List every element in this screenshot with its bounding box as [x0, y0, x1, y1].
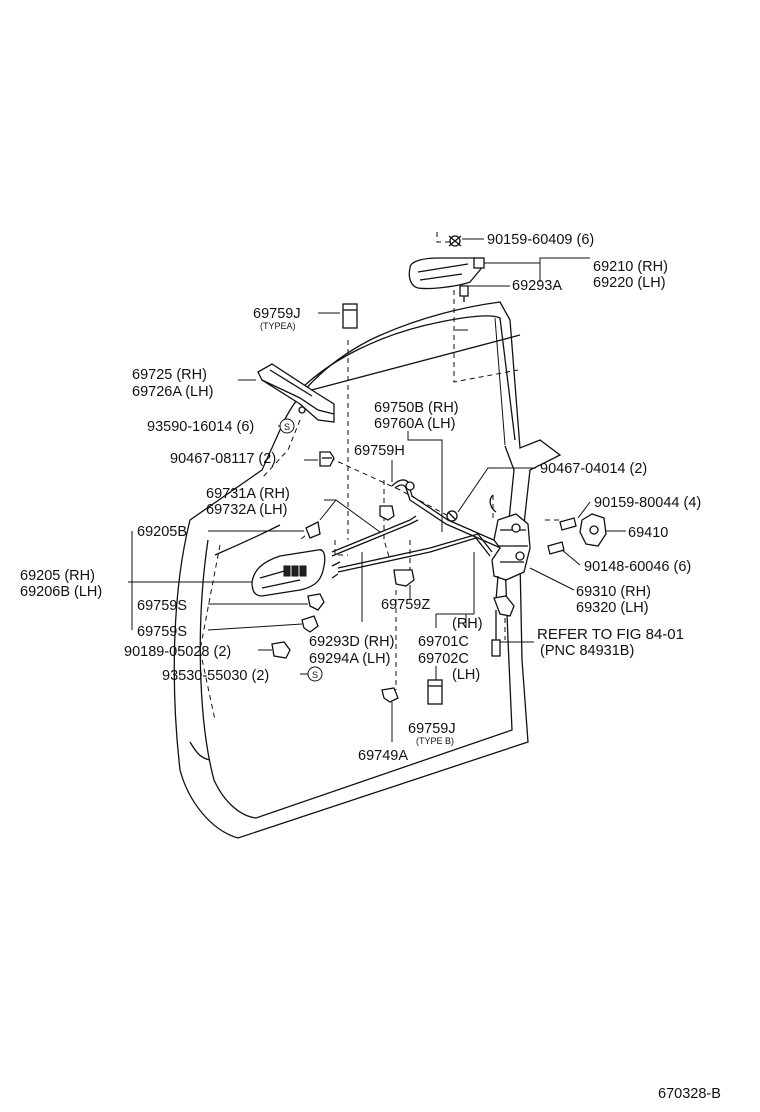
label-69759H: 69759H — [354, 443, 405, 459]
s-mark-label: S — [284, 422, 290, 432]
s-mark-label-2: S — [312, 670, 318, 680]
label-69726A: 69726A (LH) — [132, 384, 213, 400]
label-69759J-bottom: 69759J — [408, 721, 456, 737]
bolt-90189-05028 — [271, 641, 291, 659]
screw-90159-80044 — [559, 517, 577, 531]
clip-69759S-lower — [301, 615, 319, 633]
label-69293A: 69293A — [512, 278, 562, 294]
inside-handle-69205 — [251, 549, 326, 597]
label-type-b: (TYPE B) — [416, 736, 454, 746]
label-69760A: 69760A (LH) — [374, 416, 455, 432]
clip-90467-04014 — [446, 510, 458, 522]
label-93530: 93530-55030 (2) — [162, 668, 269, 684]
label-69749A: 69749A — [358, 748, 408, 764]
label-69206B: 69206B (LH) — [20, 584, 102, 600]
label-69293D: 69293D (RH) — [309, 634, 394, 650]
door-panel-outline — [173, 301, 562, 839]
label-90159-80044: 90159-80044 (4) — [594, 495, 701, 511]
label-rh: (RH) — [452, 616, 483, 632]
screw-90159-60409 — [448, 235, 462, 247]
pad-69759J-top — [342, 303, 358, 329]
label-69320: 69320 (LH) — [576, 600, 649, 616]
pad-69759J-bottom — [427, 679, 443, 705]
clip-69759Z — [393, 569, 415, 587]
label-69205: 69205 (RH) — [20, 568, 95, 584]
label-refer-fig: REFER TO FIG 84-01 — [537, 626, 684, 643]
leader-lines — [128, 238, 626, 742]
label-90159-60409: 90159-60409 (6) — [487, 232, 594, 248]
label-lh: (LH) — [452, 667, 480, 683]
label-69759J-top: 69759J — [253, 306, 301, 322]
label-69220: 69220 (LH) — [593, 275, 666, 291]
s-symbol-93590: S — [279, 418, 295, 434]
label-pnc: (PNC 84931B) — [540, 643, 634, 659]
link-fig-84-01 — [491, 595, 515, 657]
label-90467-04014: 90467-04014 (2) — [540, 461, 647, 477]
callout-labels: 90159-60409 (6) 69210 (RH) 69220 (LH) 69… — [20, 232, 721, 1102]
lock-knob-69205B — [305, 521, 321, 539]
label-69759S-a: 69759S — [137, 598, 187, 614]
clip-69759S-upper — [307, 593, 325, 611]
label-69701C: 69701C — [418, 634, 469, 650]
label-69750B: 69750B (RH) — [374, 400, 459, 416]
label-69294A: 69294A (LH) — [309, 651, 390, 667]
s-symbol-93530: S — [307, 666, 323, 682]
label-90467-08117: 90467-08117 (2) — [170, 451, 276, 467]
label-69732A: 69732A (LH) — [206, 502, 287, 518]
rods-69731A — [331, 515, 493, 579]
clip-69749A — [381, 687, 399, 703]
label-69310: 69310 (RH) — [576, 584, 651, 600]
label-type-a: (TYPEA) — [260, 321, 296, 331]
handle-cover-69725 — [257, 363, 335, 423]
screw-90148-60046 — [547, 541, 565, 555]
label-69759S-b: 69759S — [137, 624, 187, 640]
label-90189-05028: 90189-05028 (2) — [124, 644, 231, 660]
label-69210: 69210 (RH) — [593, 259, 668, 275]
label-90148-60046: 90148-60046 (6) — [584, 559, 691, 575]
outside-handle-69210 — [408, 257, 485, 290]
clip-69293A — [459, 285, 469, 302]
figure-id: 670328-B — [658, 1086, 721, 1102]
clip-90467-08117 — [319, 451, 335, 467]
label-69702C: 69702C — [418, 651, 469, 667]
label-93590: 93590-16014 (6) — [147, 419, 254, 435]
rod-69750B — [391, 479, 506, 550]
label-69725: 69725 (RH) — [132, 367, 207, 383]
label-69410: 69410 — [628, 525, 668, 541]
door-lock-69310 — [489, 494, 531, 601]
label-69759Z: 69759Z — [381, 597, 430, 613]
striker-69410 — [579, 513, 607, 547]
label-69205B: 69205B — [137, 524, 187, 540]
label-69731A: 69731A (RH) — [206, 486, 290, 502]
clip-69759H — [379, 505, 395, 521]
